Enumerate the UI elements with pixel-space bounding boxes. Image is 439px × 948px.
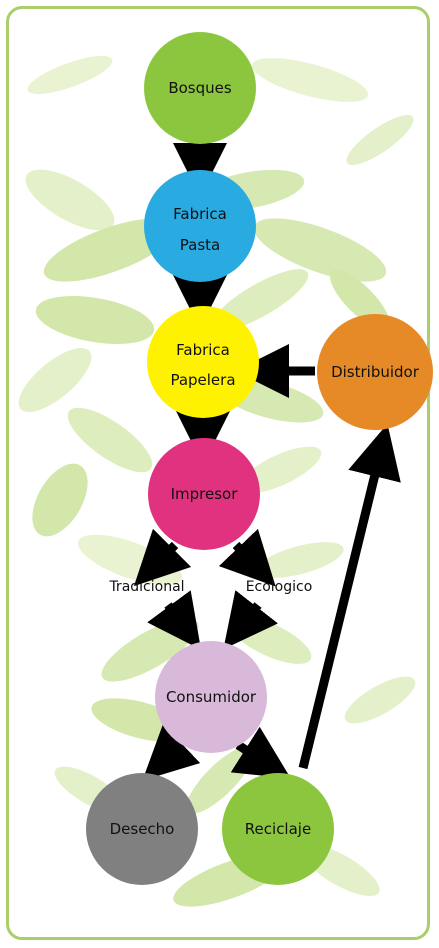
node-bosques-circle <box>144 32 256 144</box>
node-fabrica-papelera-label-line1: Fabrica <box>176 341 230 359</box>
arrow-impresor-to-ecologico <box>218 528 276 587</box>
arrow-impresor-to-tradicional <box>133 528 192 587</box>
arrow-tradicional-to-consumidor <box>147 590 202 650</box>
node-consumidor-label: Consumidor <box>166 688 257 706</box>
node-desecho-label: Desecho <box>110 820 175 838</box>
node-fabrica-pasta: Fabrica Pasta <box>144 170 256 282</box>
node-reciclaje-circle <box>222 773 334 885</box>
arrows <box>133 142 401 781</box>
node-fabrica-papelera-circle <box>147 306 259 418</box>
node-impresor-circle <box>148 438 260 550</box>
node-desecho-circle <box>86 773 198 885</box>
arrow-consumidor-to-desecho <box>142 723 201 781</box>
node-bosques: Bosques <box>144 32 256 144</box>
node-fabrica-pasta-label-line2: Pasta <box>180 236 220 254</box>
node-fabrica-pasta-label-line1: Fabrica <box>173 205 227 223</box>
node-impresor: Impresor <box>148 438 260 550</box>
node-reciclaje: Reciclaje <box>222 773 334 885</box>
node-desecho: Desecho <box>86 773 198 885</box>
node-distribuidor-circle <box>317 314 433 430</box>
node-fabrica-pasta-circle <box>144 170 256 282</box>
branch-tradicional: Tradicional <box>108 579 184 595</box>
node-consumidor-circle <box>155 641 267 753</box>
branch-ecologico-label: Ecologico <box>246 579 313 595</box>
node-impresor-label: Impresor <box>171 485 239 503</box>
node-fabrica-papelera: Fabrica Papelera <box>147 306 259 418</box>
node-fabrica-papelera-label-line2: Papelera <box>170 371 235 389</box>
node-reciclaje-label: Reciclaje <box>245 820 311 838</box>
node-distribuidor-label: Distribuidor <box>331 363 420 381</box>
arrow-consumidor-to-reciclaje <box>230 726 291 779</box>
branch-tradicional-label: Tradicional <box>108 579 184 595</box>
branch-ecologico: Ecologico <box>246 579 313 595</box>
node-consumidor: Consumidor <box>155 641 267 753</box>
arrow-reciclaje-to-distribuidor <box>298 423 401 770</box>
node-bosques-label: Bosques <box>168 79 232 97</box>
arrow-ecologico-to-consumidor <box>223 590 278 650</box>
node-distribuidor: Distribuidor <box>317 314 433 430</box>
